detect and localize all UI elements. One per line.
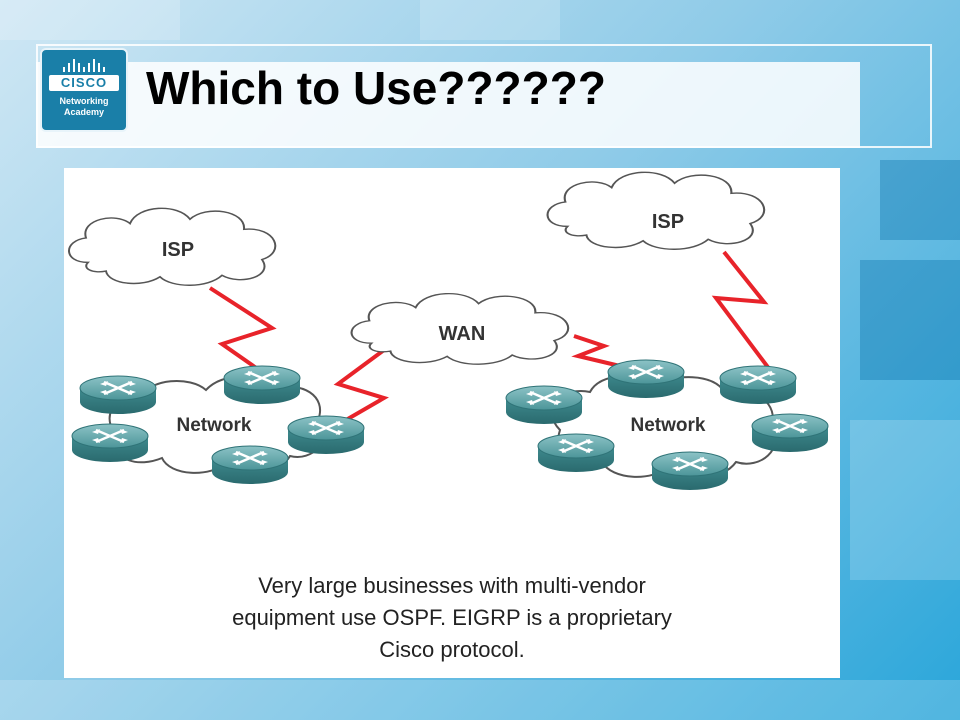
router-left-2 <box>222 364 302 406</box>
isp-right-label: ISP <box>652 211 684 233</box>
router-left-4 <box>286 414 366 456</box>
logo-line1: Networking <box>59 96 109 106</box>
cisco-bars-icon <box>42 58 126 72</box>
link-wan-right <box>571 334 621 368</box>
caption-line-3: Cisco protocol. <box>379 637 525 662</box>
network-right-label: Network <box>631 415 706 436</box>
wan-label: WAN <box>439 323 486 345</box>
link-isp-left <box>208 286 277 374</box>
isp-left-label: ISP <box>162 239 194 261</box>
logo-line2: Academy <box>63 107 105 117</box>
link-wan-left <box>333 348 389 422</box>
router-left-3 <box>70 422 150 464</box>
cisco-logo: CISCO Networking Academy <box>40 48 128 132</box>
router-right-5 <box>750 412 830 454</box>
router-right-2 <box>718 364 798 406</box>
title-band <box>36 62 860 148</box>
logo-brand: CISCO <box>49 75 119 91</box>
network-left-label: Network <box>177 415 252 436</box>
diagram-caption: Very large businesses with multi-vendor … <box>64 570 840 666</box>
router-right-1 <box>606 358 686 400</box>
link-isp-right <box>711 250 772 372</box>
router-right-3 <box>504 384 584 426</box>
router-left-5 <box>210 444 290 486</box>
caption-line-2: equipment use OSPF. EIGRP is a proprieta… <box>232 605 672 630</box>
caption-line-1: Very large businesses with multi-vendor <box>258 573 646 598</box>
router-right-4 <box>536 432 616 474</box>
router-right-6 <box>650 450 730 492</box>
router-left-1 <box>78 374 158 416</box>
page-title: Which to Use?????? <box>146 62 606 114</box>
